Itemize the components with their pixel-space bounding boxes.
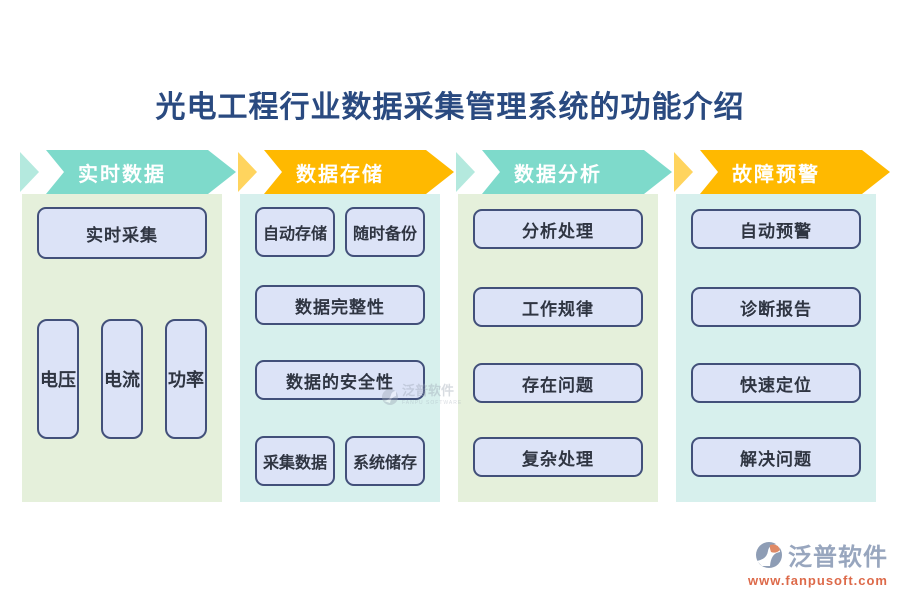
arrow-banner-orange-icon: [674, 150, 890, 194]
feature-box: 电流: [101, 319, 143, 439]
feature-box: 随时备份: [345, 207, 425, 257]
brand-name: 泛普软件: [788, 544, 888, 571]
column-data-storage: 数据存储 自动存储 随时备份 数据完整性 数据的安全性 采集数据 系统储存: [238, 150, 454, 502]
feature-box: 诊断报告: [691, 287, 861, 327]
box-row: 自动存储 随时备份: [255, 207, 425, 257]
feature-box: 工作规律: [473, 287, 643, 327]
box-row: 采集数据 系统储存: [255, 436, 425, 486]
feature-box: 自动预警: [691, 209, 861, 249]
fanpu-logo-icon: [756, 541, 782, 568]
feature-box: 功率: [165, 319, 207, 439]
banner-label: 数据存储: [296, 163, 384, 186]
column-body: 分析处理 工作规律 存在问题 复杂处理: [458, 194, 658, 502]
column-header-data-storage: 数据存储: [238, 150, 454, 194]
feature-box: 自动存储: [255, 207, 335, 257]
feature-box: 快速定位: [691, 363, 861, 403]
feature-box: 采集数据: [255, 436, 335, 486]
column-body: 实时采集 电压 电流 功率: [22, 194, 222, 502]
vertical-box-group: 电压 电流 功率: [37, 319, 207, 439]
feature-box: 数据完整性: [255, 285, 425, 325]
column-header-realtime-data: 实时数据: [20, 150, 236, 194]
feature-columns: 实时数据 实时采集 电压 电流 功率 数据存储: [20, 150, 890, 502]
brand-url-link[interactable]: www.fanpusoft.com: [747, 573, 888, 588]
arrow-banner-orange-icon: [238, 150, 454, 194]
feature-box: 电压: [37, 319, 79, 439]
banner-label: 实时数据: [78, 163, 166, 186]
feature-box: 系统储存: [345, 436, 425, 486]
column-fault-warning: 故障预警 自动预警 诊断报告 快速定位 解决问题: [674, 150, 890, 502]
banner-label: 故障预警: [732, 163, 820, 186]
feature-box: 实时采集: [37, 207, 207, 259]
feature-box: 解决问题: [691, 437, 861, 477]
column-data-analysis: 数据分析 分析处理 工作规律 存在问题 复杂处理: [456, 150, 672, 502]
feature-box: 分析处理: [473, 209, 643, 249]
feature-box: 复杂处理: [473, 437, 643, 477]
column-body: 自动预警 诊断报告 快速定位 解决问题: [676, 194, 876, 502]
arrow-banner-teal-icon: [20, 150, 236, 194]
brand-logo: 泛普软件 www.fanpusoft.com: [748, 537, 888, 588]
feature-box: 数据的安全性: [255, 360, 425, 400]
page-title: 光电工程行业数据采集管理系统的功能介绍: [155, 91, 745, 124]
arrow-banner-teal-icon: [456, 150, 672, 194]
feature-box: 存在问题: [473, 363, 643, 403]
column-realtime-data: 实时数据 实时采集 电压 电流 功率: [20, 150, 236, 502]
column-body: 自动存储 随时备份 数据完整性 数据的安全性 采集数据 系统储存: [240, 194, 440, 502]
banner-label: 数据分析: [514, 163, 602, 186]
column-header-data-analysis: 数据分析: [456, 150, 672, 194]
column-header-fault-warning: 故障预警: [674, 150, 890, 194]
